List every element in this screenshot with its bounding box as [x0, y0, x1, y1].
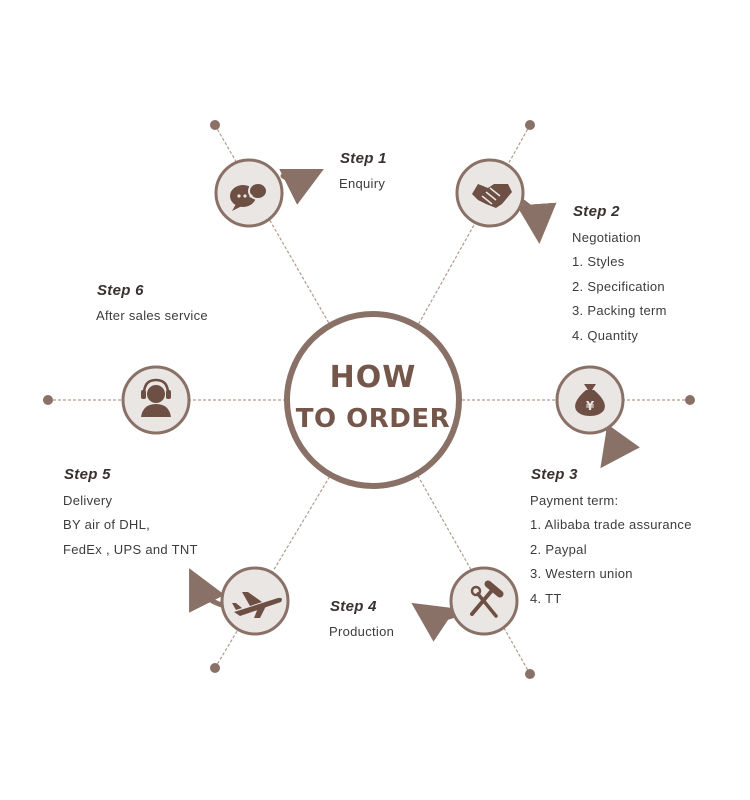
endpoint-dot — [685, 395, 695, 405]
arrow-step5 — [189, 568, 225, 613]
chat-bubbles-icon — [230, 182, 268, 211]
step-2-text: 3. Packing term — [572, 303, 667, 318]
step-node-4 — [449, 566, 519, 636]
connector-step4 — [417, 475, 531, 675]
endpoint-dot — [210, 120, 220, 130]
step-5-text: Delivery — [63, 493, 113, 508]
arrow-step1 — [279, 169, 324, 205]
step-3-text: 4. TT — [530, 591, 562, 606]
step-2-text: 4. Quantity — [572, 328, 639, 343]
center-title-how: HOW — [329, 360, 417, 395]
step-1-title: Step 1 — [340, 150, 387, 167]
step-node-5 — [220, 566, 290, 636]
step-3-text: Payment term: — [530, 493, 619, 508]
svg-text:¥: ¥ — [586, 399, 595, 413]
step-3-text: 3. Western union — [530, 566, 633, 581]
endpoint-dot — [210, 663, 220, 673]
step-4-text: Production — [329, 624, 395, 639]
arrow-step3 — [600, 424, 640, 469]
endpoint-dots — [43, 120, 695, 679]
endpoint-dot — [43, 395, 53, 405]
headset-agent-icon — [141, 378, 171, 417]
step-node-3: ¥ — [555, 365, 625, 435]
connector-step1 — [214, 124, 331, 326]
step-6-title: Step 6 — [97, 282, 144, 299]
center-title-to-order: TO ORDER — [295, 404, 451, 434]
step-2-text: 2. Specification — [572, 279, 665, 294]
endpoint-dot — [525, 120, 535, 130]
step-3-text: 1. Alibaba trade assurance — [530, 517, 692, 532]
step-3-title: Step 3 — [531, 466, 578, 483]
handshake-icon — [472, 184, 512, 208]
step-5-text: BY air of DHL, — [63, 517, 151, 532]
step-node-1 — [214, 158, 284, 228]
step-node-2 — [455, 158, 525, 228]
step-node-6 — [121, 365, 191, 435]
endpoint-dot — [525, 669, 535, 679]
connector-step2 — [417, 124, 531, 326]
step-3-text: 2. Paypal — [530, 542, 587, 557]
airplane-icon — [232, 592, 282, 618]
step-6-text: After sales service — [96, 308, 208, 323]
hammer-wrench-icon — [470, 580, 504, 618]
money-bag-icon: ¥ — [575, 384, 605, 416]
step-2-text: 1. Styles — [572, 254, 625, 269]
step-1-text: Enquiry — [339, 176, 386, 191]
step-2-title: Step 2 — [573, 203, 620, 220]
step-5-title: Step 5 — [64, 466, 111, 483]
center-node — [284, 311, 462, 489]
step-2-text: Negotiation — [572, 230, 642, 245]
step-4-title: Step 4 — [330, 598, 377, 615]
step-5-text: FedEx , UPS and TNT — [63, 542, 198, 557]
